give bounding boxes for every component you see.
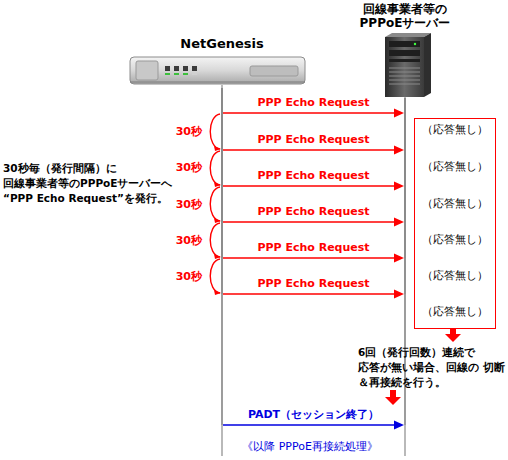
arrow-head [394,109,404,118]
lifeline-segment [222,88,405,150]
device-node: NetGenesis [132,36,312,88]
lifeline-segment [222,88,405,222]
note-label: 30秒 [160,160,202,175]
node-text: （応答無し） [415,196,495,212]
arrow-head [394,290,404,299]
note-label: 30秒 [160,269,202,284]
arrow-shaft [223,424,395,426]
arrow-shaft [223,257,395,259]
message-arrow [222,88,405,263]
lifeline-segment [222,88,405,425]
server-tower [385,33,431,97]
message-arrow [222,88,405,118]
node-text: （応答無し） [415,159,495,175]
arrow-shaft [223,221,395,223]
message-arrow [222,88,405,155]
note-label: 《以降 PPPoE再接続処理》 [225,439,395,454]
lifeline-segment [222,88,405,186]
message-arrow [222,88,405,227]
message-arrow [222,88,405,191]
note-label: 30秒 [160,233,202,248]
node-text: （応答無し） [415,122,495,138]
lifeline-segment [222,88,405,294]
message-label: PPP Echo Request [224,96,404,110]
bracket-tip [214,146,221,295]
message-label: PPP Echo Request [224,133,404,147]
server-node: 回線事業者等の PPPoEサーバー [360,0,450,98]
no-response-box: （応答無し） （応答無し） （応答無し） （応答無し） （応答無し） （応答無し） [414,118,496,329]
message-label: PADT（セッション終了） [224,408,404,422]
node-text: NetGenesis [132,36,312,52]
arrow-shaft [223,293,395,295]
arrow-shaft [223,149,395,151]
arrow-head [394,146,404,155]
lifeline-segment [222,88,405,258]
arrow-head [394,218,404,227]
message-label: PPP Echo Request [224,205,404,219]
arrow-head [394,182,404,191]
lifeline-segment [222,88,405,113]
note-label: 30秒毎（発行間隔）に 回線事業者等のPPPoEサーバーへ “PPP Echo … [3,161,203,206]
node-text: （応答無し） [415,304,495,320]
router-device [130,57,305,84]
message-label: PPP Echo Request [224,277,404,291]
arrow-shaft [223,112,395,114]
message-label: PPP Echo Request [224,241,404,255]
note-label: 30秒 [160,124,202,139]
node-text: （応答無し） [415,268,495,284]
arrow-head [394,421,404,430]
arrow-shaft [223,185,395,187]
arrow-head [394,254,404,263]
node-text: 回線事業者等の PPPoEサーバー [350,2,460,30]
interval-bracket [210,114,220,293]
message-label: PPP Echo Request [224,169,404,183]
note-label: 6回（発行回数）連続で 応答が無い場合、回線の 切断＆再接続を行う。 [358,345,508,390]
node-text: （応答無し） [415,232,495,248]
message-arrow [222,88,405,299]
